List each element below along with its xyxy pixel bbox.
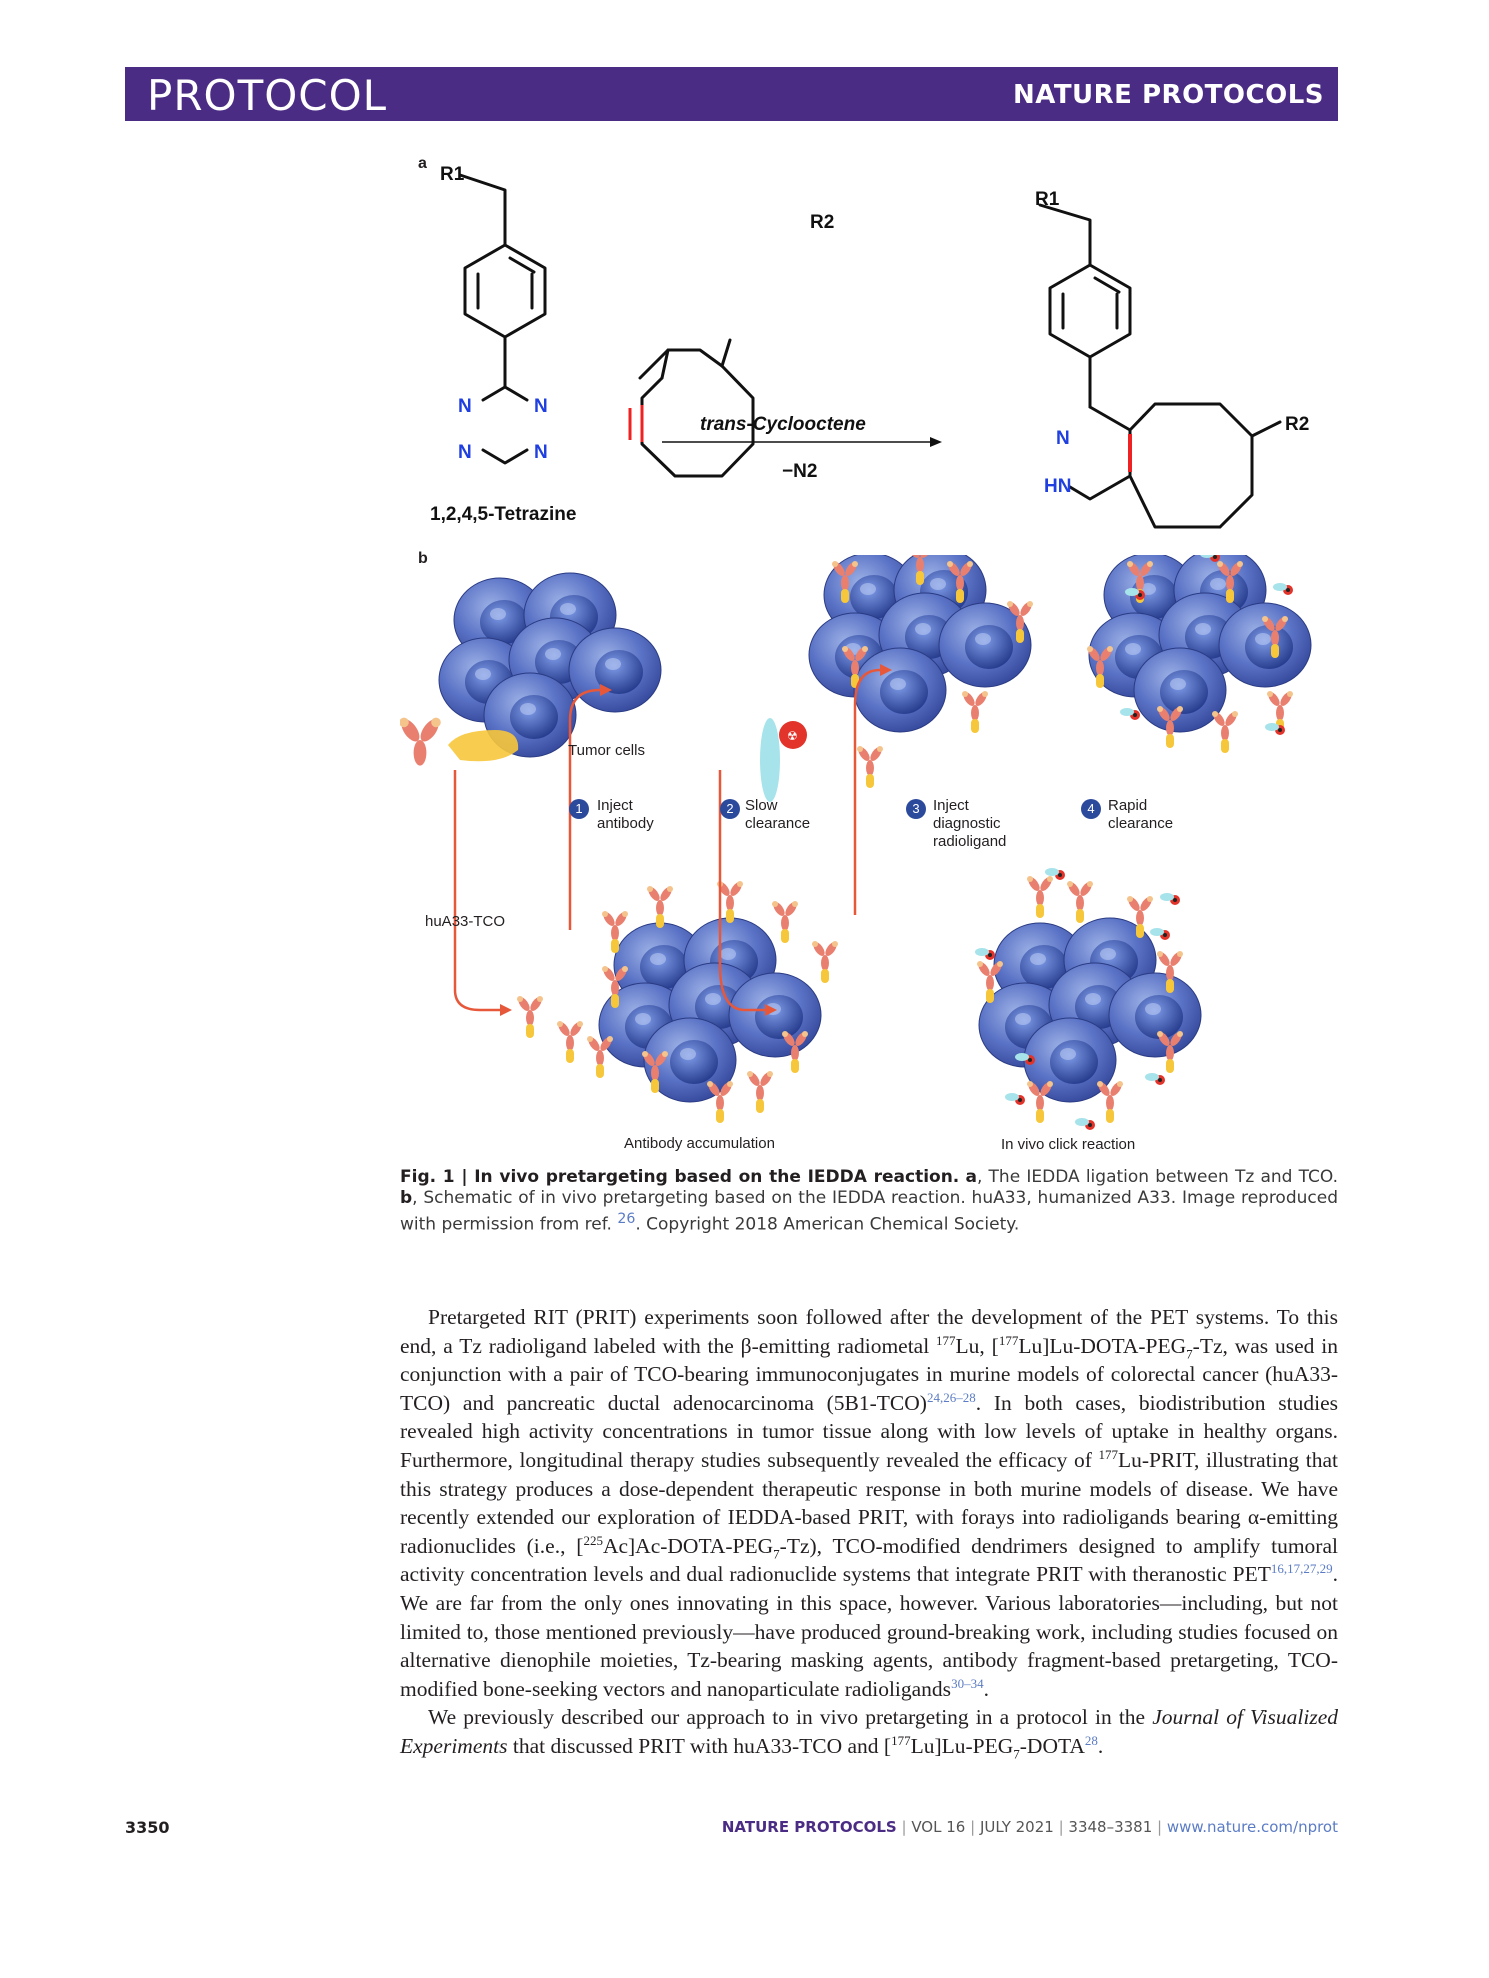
r1-label-product: R1 [1035,189,1060,210]
svg-text:☢: ☢ [787,729,798,743]
caption-b-text: , Schematic of in vivo pretargeting base… [400,1188,1338,1235]
tz-n4: N [534,442,548,463]
r1-label-reactant: R1 [440,164,465,185]
footer-volume: VOL 16 [911,1818,966,1836]
step-3-line3: radioligand [933,833,1007,850]
journal-name: NATURE PROTOCOLS [1012,80,1324,110]
product-hn: HN [1044,476,1071,497]
caption-a-letter: a [965,1167,977,1187]
chem-labels-layer: R1 R2 R1 R2 N N N N N HN 1,2,4,5-Tetrazi… [430,164,1309,525]
tz-n2: N [534,396,548,417]
tetrazine-name: 1,2,4,5-Tetrazine [430,504,576,525]
step-2-line1: Slow [745,797,778,814]
page-number: 3350 [125,1818,170,1837]
r2-label-product: R2 [1285,414,1309,435]
ref-link[interactable]: 28 [1084,1732,1098,1748]
footer-url[interactable]: www.nature.com/nprot [1166,1818,1338,1836]
caption-fig-label: Fig. 1 | In vivo pretargeting based on t… [400,1167,960,1187]
panel-a-label: a [418,155,427,172]
footer-citation: NATURE PROTOCOLS | VOL 16 | JULY 2021 | … [721,1818,1338,1836]
step-3-badge: 3 [906,799,926,819]
section-label: PROTOCOL [147,71,388,120]
arrow-bottom-label: −N2 [782,461,817,482]
ref-link[interactable]: 30–34 [951,1675,984,1691]
pretargeting-scheme: ☢ [400,555,1340,1130]
step-4-line1: Rapid [1108,797,1148,814]
antibody-accumulation-label: Antibody accumulation [624,1135,775,1152]
step-4-badge: 4 [1081,799,1101,819]
caption-ref[interactable]: 26 [617,1211,636,1227]
r2-label-reactant: R2 [810,212,834,233]
header-bar: PROTOCOL NATURE PROTOCOLS [125,67,1338,121]
footer-journal: NATURE PROTOCOLS [721,1818,897,1836]
caption-end: . Copyright 2018 American Chemical Socie… [635,1214,1020,1235]
caption-a-text: , The IEDDA ligation between Tz and TCO. [976,1167,1338,1187]
product-n: N [1056,428,1070,449]
step-1-line2: antibody [597,815,654,832]
step-3-line1: Inject [933,797,969,814]
figure-caption: Fig. 1 | In vivo pretargeting based on t… [400,1167,1338,1236]
tz-n3: N [458,442,472,463]
step-3-line2: diagnostic [933,815,1001,832]
step-1-line1: Inject [597,797,633,814]
iedda-reaction-diagram [458,173,1282,529]
panel-b-label: b [418,550,428,567]
step-2-badge: 2 [720,799,740,819]
tumor-cells-label: Tumor cells [568,742,645,759]
footer-pages: 3348–3381 [1068,1818,1153,1836]
paragraph-1: Pretargeted RIT (PRIT) experiments soon … [400,1305,1338,1701]
caption-b-letter: b [400,1188,413,1208]
step-1-badge: 1 [569,799,589,819]
step-4-line2: clearance [1108,815,1174,832]
ref-link[interactable]: 16,17,27,29 [1270,1561,1333,1577]
ref-link[interactable]: 24,26–28 [926,1389,976,1405]
click-reaction-label: In vivo click reaction [1001,1136,1136,1153]
body-text: Pretargeted RIT (PRIT) experiments soon … [400,1303,1338,1761]
conjugate-label: huA33-TCO [425,913,506,930]
paragraph-2: We previously described our approach to … [400,1705,1338,1762]
footer-date: JULY 2021 [979,1818,1054,1836]
step-2-line2: clearance [745,815,811,832]
tz-n1: N [458,396,472,417]
arrow-top-label: trans-Cyclooctene [700,414,866,435]
